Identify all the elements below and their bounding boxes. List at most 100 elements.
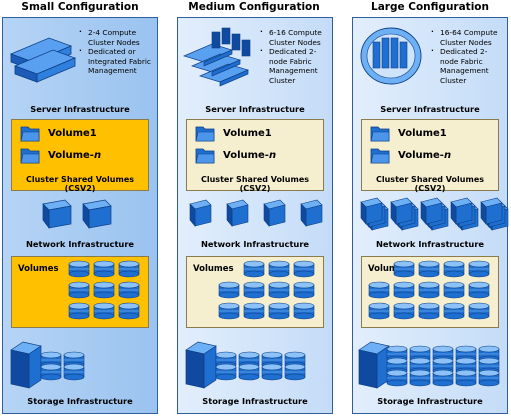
disk-stack-icon — [215, 351, 306, 381]
disk-icon — [118, 302, 140, 320]
disk-icon — [468, 302, 490, 320]
network-infrastructure-label: Network Infrastructure — [200, 239, 310, 249]
volumes-box: Volumes — [11, 256, 149, 328]
small-config-title: Small Configuration — [21, 1, 139, 13]
disk-icon — [268, 302, 290, 320]
storage-array-icon — [185, 341, 217, 389]
csv-box: Volume1 Volume-n Cluster Shared Volumes … — [361, 119, 499, 193]
disk-icon — [432, 357, 454, 375]
switch-icon — [189, 199, 212, 227]
disk-icon — [418, 281, 440, 299]
switch-icon — [226, 199, 249, 227]
disk-icon — [93, 302, 115, 320]
csv-box: Volume1 Volume-n Cluster Shared Volumes … — [186, 119, 324, 193]
folder-icon — [195, 126, 215, 142]
csv-label: Cluster Shared Volumes (CSV2) — [201, 175, 309, 193]
volume-n-label: Volume-n — [398, 150, 452, 161]
switch-icon — [300, 199, 323, 227]
volumes-label: Volumes — [193, 264, 234, 274]
large-config-title: Large Configuration — [371, 1, 489, 13]
disk-array-icon — [218, 260, 315, 320]
network-switch-icon — [42, 199, 112, 230]
storage-infrastructure-label: Storage Infrastructure — [202, 396, 308, 406]
disk-icon — [268, 260, 290, 278]
disk-icon — [455, 369, 477, 387]
server-infrastructure-label: Server Infrastructure — [380, 104, 480, 114]
volumes-label: Volumes — [368, 264, 409, 274]
disk-icon — [418, 260, 440, 278]
disk-icon — [118, 281, 140, 299]
volume-n-label: Volume-n — [48, 150, 102, 161]
folder-icon — [195, 148, 215, 164]
disk-icon — [443, 302, 465, 320]
switch-icon — [450, 197, 473, 225]
bullet-item: Dedicated or Integrated Fabric Managemen… — [79, 46, 155, 76]
network-switch-icon — [360, 197, 509, 231]
disk-array-icon — [68, 260, 140, 320]
disk-icon — [284, 363, 306, 381]
server-bullets: 16-64 Compute Cluster Nodes Dedicated 2-… — [431, 27, 505, 85]
disk-icon — [118, 260, 140, 278]
server-infrastructure-label: Server Infrastructure — [205, 104, 305, 114]
disk-icon — [293, 260, 315, 278]
large-config-panel: 16-64 Compute Cluster Nodes Dedicated 2-… — [352, 17, 509, 414]
disk-array-icon — [368, 260, 490, 320]
disk-icon — [63, 363, 85, 381]
server-infrastructure-label: Server Infrastructure — [30, 104, 130, 114]
disk-icon — [261, 363, 283, 381]
bullet-item: 6-16 Compute Cluster Nodes — [260, 27, 330, 47]
volumes-label: Volumes — [18, 264, 59, 274]
folder-icon — [20, 126, 40, 142]
csv-label: Cluster Shared Volumes (CSV2) — [376, 175, 484, 193]
network-infrastructure-label: Network Infrastructure — [375, 239, 485, 249]
medium-config-panel: 6-16 Compute Cluster Nodes Dedicated 2-n… — [177, 17, 333, 414]
bullet-item: 16-64 Compute Cluster Nodes — [431, 27, 505, 47]
disk-icon — [393, 260, 415, 278]
volumes-box: Volumes — [186, 256, 324, 328]
server-rack-icon — [182, 27, 251, 87]
storage-array-icon — [358, 341, 390, 389]
disk-icon — [386, 369, 408, 387]
bullet-item: Dedicated 2-node Fabric Management Clust… — [431, 46, 505, 85]
disk-icon — [468, 260, 490, 278]
disk-icon — [243, 260, 265, 278]
disk-icon — [368, 281, 390, 299]
disk-icon — [68, 281, 90, 299]
volumes-box: Volumes — [361, 256, 499, 328]
server-cluster-icon — [360, 27, 422, 85]
small-config-panel: 2-4 Compute Cluster Nodes Dedicated or I… — [2, 17, 158, 414]
network-switch-icon — [189, 199, 323, 227]
disk-icon — [215, 363, 237, 381]
server-stack-icon — [9, 37, 77, 83]
folder-icon — [20, 148, 40, 164]
disk-icon — [432, 369, 454, 387]
csv-label: Cluster Shared Volumes (CSV2) — [26, 175, 134, 193]
volume1-label: Volume1 — [48, 128, 97, 139]
volume1-label: Volume1 — [398, 128, 447, 139]
disk-icon — [468, 281, 490, 299]
disk-icon — [478, 369, 500, 387]
disk-icon — [293, 281, 315, 299]
disk-icon — [68, 302, 90, 320]
switch-icon — [420, 197, 443, 225]
disk-icon — [293, 302, 315, 320]
csv-box: Volume1 Volume-n Cluster Shared Volumes … — [11, 119, 149, 193]
disk-stack-icon — [40, 351, 85, 381]
switch-icon — [360, 197, 383, 225]
disk-icon — [218, 302, 240, 320]
disk-icon — [268, 281, 290, 299]
disk-icon — [409, 369, 431, 387]
disk-icon — [40, 363, 62, 381]
disk-stack-icon — [386, 345, 500, 387]
disk-icon — [443, 281, 465, 299]
disk-icon — [93, 260, 115, 278]
disk-icon — [68, 260, 90, 278]
folder-icon — [370, 126, 390, 142]
network-infrastructure-label: Network Infrastructure — [25, 239, 135, 249]
disk-icon — [443, 260, 465, 278]
bullet-item: 2-4 Compute Cluster Nodes — [79, 27, 155, 47]
disk-icon — [238, 363, 260, 381]
server-bullets: 2-4 Compute Cluster Nodes Dedicated or I… — [79, 27, 155, 76]
storage-infrastructure-label: Storage Infrastructure — [27, 396, 133, 406]
disk-icon — [393, 302, 415, 320]
